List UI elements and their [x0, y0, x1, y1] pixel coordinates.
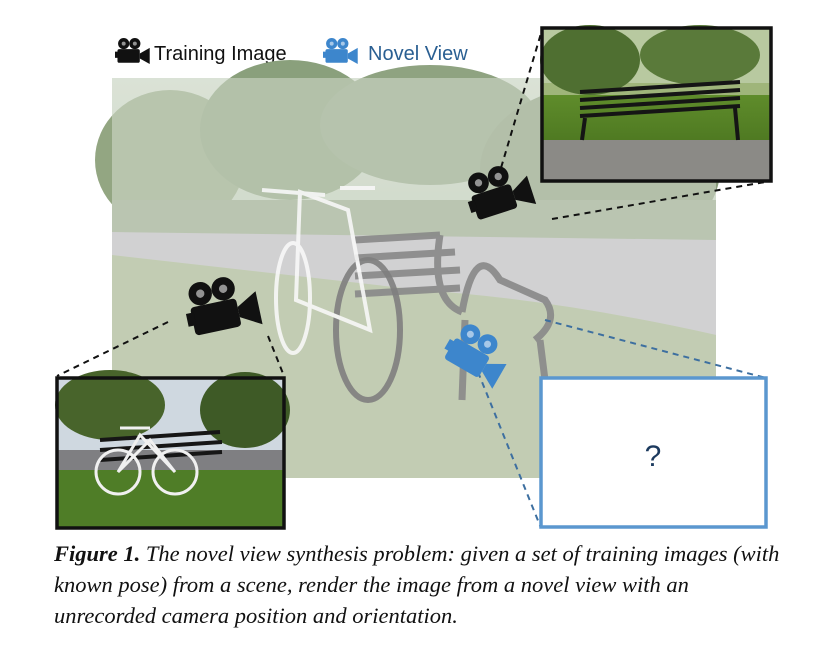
caption-label: Figure 1.	[54, 541, 140, 566]
legend-novel-label: Novel View	[368, 43, 468, 65]
training-camera-legend-icon	[115, 38, 150, 64]
figure-caption: Figure 1. The novel view synthesis probl…	[54, 538, 794, 631]
caption-text: The novel view synthesis problem: given …	[54, 541, 779, 628]
figure-illustration: Training Image Novel View	[0, 0, 832, 540]
novel-view-question-mark: ?	[645, 440, 662, 473]
training-thumbnail-bottom	[55, 370, 290, 528]
novel-view-box: ?	[541, 378, 766, 527]
legend-training-label: Training Image	[154, 43, 287, 65]
novel-camera-legend-icon	[323, 38, 358, 64]
training-thumbnail-top	[540, 25, 771, 181]
